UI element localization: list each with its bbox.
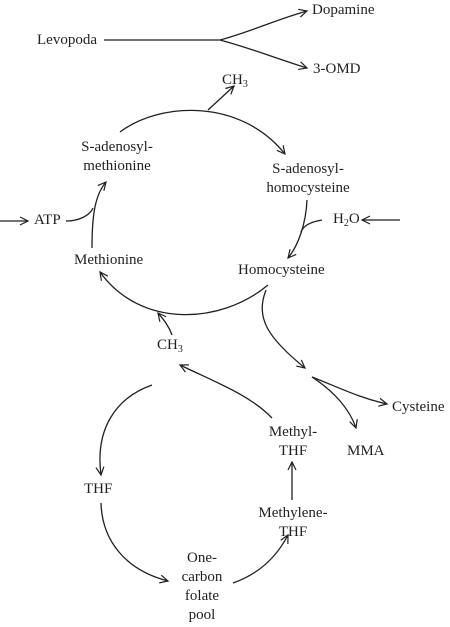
label-pool-line2: carbon: [181, 569, 223, 585]
label-3-omd: 3-OMD: [313, 61, 361, 77]
label-cysteine: Cysteine: [392, 399, 445, 415]
label-levopoda: Levopoda: [37, 32, 97, 48]
arrow-homocysteine-to-transsulfuration: [261, 289, 307, 369]
label-methylene-thf-line1: Methylene-: [258, 505, 328, 521]
label-atp: ATP: [34, 212, 61, 228]
arrow-to-cysteine: [311, 376, 389, 407]
h2o-subscript: 2: [343, 218, 349, 229]
arrow-methylthf-to-ch3: [178, 364, 273, 419]
arrow-sah-to-homocysteine: [287, 199, 308, 260]
h2o-input-line: [300, 219, 323, 233]
label-mma: MMA: [347, 443, 385, 459]
arrow-to-thf: [95, 384, 153, 477]
label-methylene-thf-line2: THF: [278, 524, 308, 540]
ch3-top-subscript: 3: [242, 79, 248, 90]
ch3-mid-subscript: 3: [177, 344, 183, 355]
arrow-to-mma: [311, 376, 358, 430]
arrow-to-3omd: [219, 39, 309, 71]
label-sam-line1: S-adenosyl-: [81, 139, 153, 155]
label-ch3-mid: CH3: [157, 336, 183, 359]
label-h2o: H2O: [333, 210, 360, 233]
arrow-thf-to-pool: [100, 502, 170, 584]
label-sah-line2: homocysteine: [266, 180, 350, 196]
label-ch3-top: CH3: [222, 71, 248, 94]
label-dopamine: Dopamine: [312, 2, 375, 18]
label-methylthf-line2: THF: [278, 443, 308, 459]
arrow-sam-to-sah: [119, 109, 286, 156]
label-pool-line3: folate: [184, 588, 220, 604]
label-pool-line1: One-: [187, 550, 217, 566]
h2o-o-text: O: [348, 211, 360, 227]
arrow-ch3-to-cycle: [157, 311, 173, 336]
ch3-mid-text: CH: [157, 337, 178, 353]
label-sah-line1: S-adenosyl-: [272, 161, 344, 177]
label-methylthf-line1: Methyl-: [268, 424, 318, 440]
atp-link-line: [65, 207, 94, 222]
h2o-h-text: H: [333, 211, 344, 227]
ch3-top-text: CH: [222, 72, 243, 88]
arrow-to-dopamine: [219, 8, 309, 41]
label-thf: THF: [84, 481, 113, 497]
arrow-methionine-to-sam: [91, 180, 107, 249]
arrow-to-ch3-top: [207, 85, 235, 111]
label-sam-line2: methionine: [83, 158, 151, 174]
label-homocysteine: Homocysteine: [238, 262, 325, 278]
arrow-pool-to-methylene: [232, 533, 289, 584]
label-methionine: Methionine: [74, 252, 144, 268]
arrow-homocysteine-to-methionine: [99, 270, 269, 316]
label-pool-line4: pool: [188, 607, 216, 623]
